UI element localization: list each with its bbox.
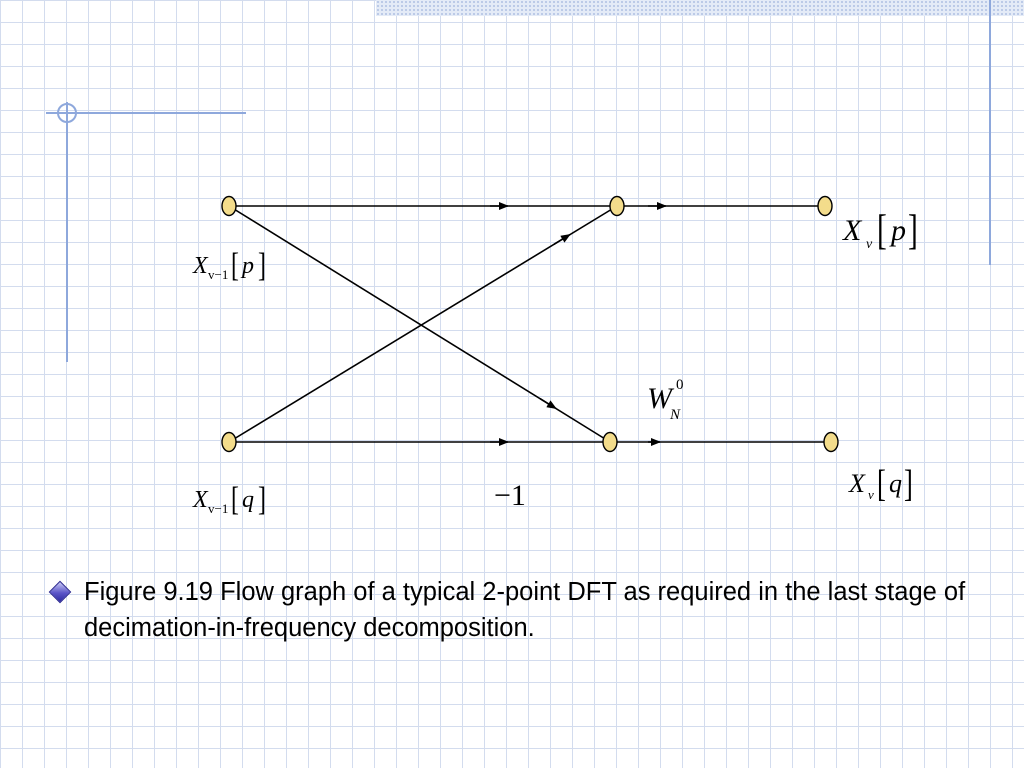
bracket-close: ] (908, 207, 918, 253)
label-input-p: X v−1 [ p ] (192, 247, 266, 284)
node-butterfly-bottom (602, 431, 618, 453)
butterfly-flow-graph: X v−1 [ p ] X v−1 [ q ] X v [ p ] X v [ … (192, 195, 918, 518)
svg-text:X: X (848, 469, 866, 498)
decoration-vertical-line (66, 102, 68, 362)
header-decoration-band (376, 0, 1024, 16)
node-input-p (221, 195, 237, 217)
figure-caption: Figure 9.19 Flow graph of a typical 2-po… (48, 574, 996, 646)
label-output-q: X v [ q ] (848, 464, 913, 506)
node-butterfly-top (609, 195, 625, 217)
bracket-close: ] (258, 247, 266, 284)
node-output-q (823, 431, 839, 453)
node-output-p (817, 195, 833, 217)
node-input-q (221, 431, 237, 453)
svg-text:q: q (889, 469, 902, 498)
bracket-open: [ (231, 247, 239, 284)
label-output-p: X v [ p ] (842, 207, 918, 253)
svg-text:v: v (868, 487, 874, 502)
bracket-close: ] (258, 481, 266, 518)
bracket-open: [ (877, 207, 887, 253)
label-twiddle-factor: W 0 N (647, 377, 684, 423)
svg-text:v−1: v−1 (208, 267, 228, 282)
decoration-circle (57, 103, 77, 123)
svg-text:q: q (242, 487, 254, 513)
svg-text:v−1: v−1 (208, 501, 228, 516)
svg-text:W: W (647, 382, 675, 415)
svg-text:N: N (669, 407, 681, 423)
svg-text:X: X (192, 487, 209, 513)
svg-text:X: X (192, 253, 209, 279)
svg-text:p: p (889, 214, 906, 247)
svg-text:0: 0 (676, 377, 684, 393)
svg-text:v: v (866, 237, 873, 252)
svg-text:X: X (842, 214, 863, 247)
label-input-q: X v−1 [ q ] (192, 481, 266, 518)
arrow-cross-down (539, 397, 557, 410)
edge-cross-up (228, 205, 618, 443)
arrow-cross-up (553, 233, 571, 245)
bracket-open: [ (231, 481, 239, 518)
svg-text:p: p (240, 253, 254, 279)
decoration-right-vertical-line (989, 0, 991, 265)
decoration-horizontal-line (46, 112, 246, 114)
bracket-open: [ (877, 464, 886, 506)
label-minus-one: −1 (494, 479, 526, 512)
bracket-close: ] (904, 464, 913, 506)
caption-text: Figure 9.19 Flow graph of a typical 2-po… (84, 578, 966, 642)
